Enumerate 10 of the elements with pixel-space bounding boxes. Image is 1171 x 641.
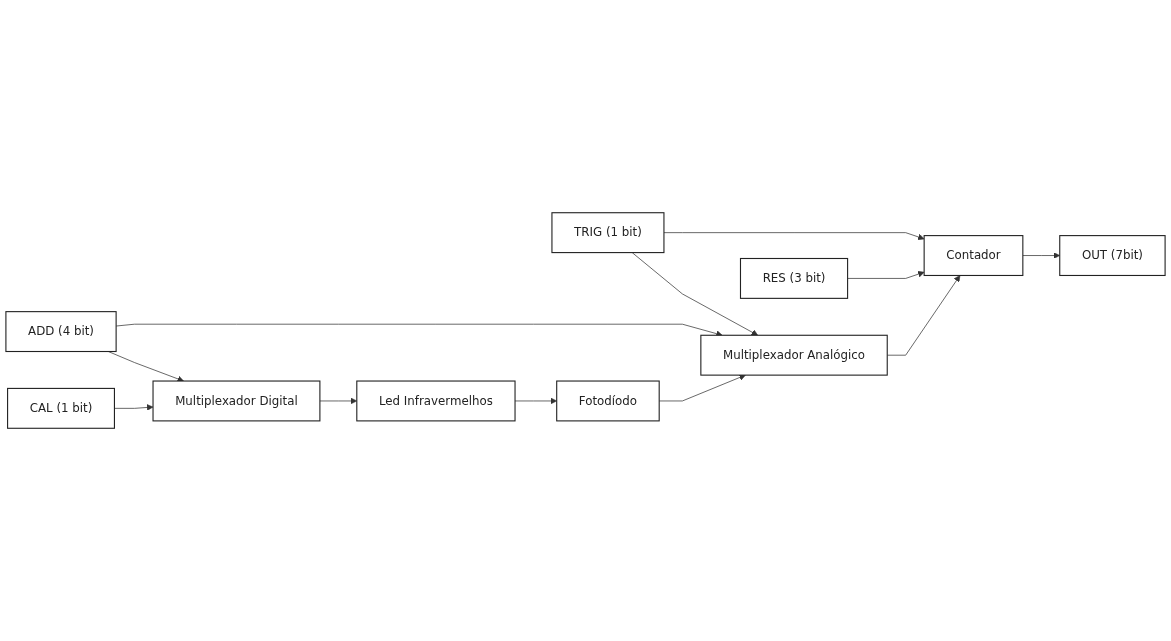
node-box: ADD (4 bit) xyxy=(5,311,117,353)
node-box: Multiplexador Digital xyxy=(152,380,321,422)
node-box: TRIG (1 bit) xyxy=(551,212,665,254)
node-box: Led Infravermelhos xyxy=(356,380,516,422)
node-box: Fotodíodo xyxy=(556,380,660,422)
node-box: Multiplexador Analógico xyxy=(700,334,888,376)
node-box: OUT (7bit) xyxy=(1059,235,1166,277)
node-box: Contador xyxy=(923,235,1024,277)
node-box: RES (3 bit) xyxy=(739,257,849,299)
node-box: CAL (1 bit) xyxy=(7,387,115,429)
